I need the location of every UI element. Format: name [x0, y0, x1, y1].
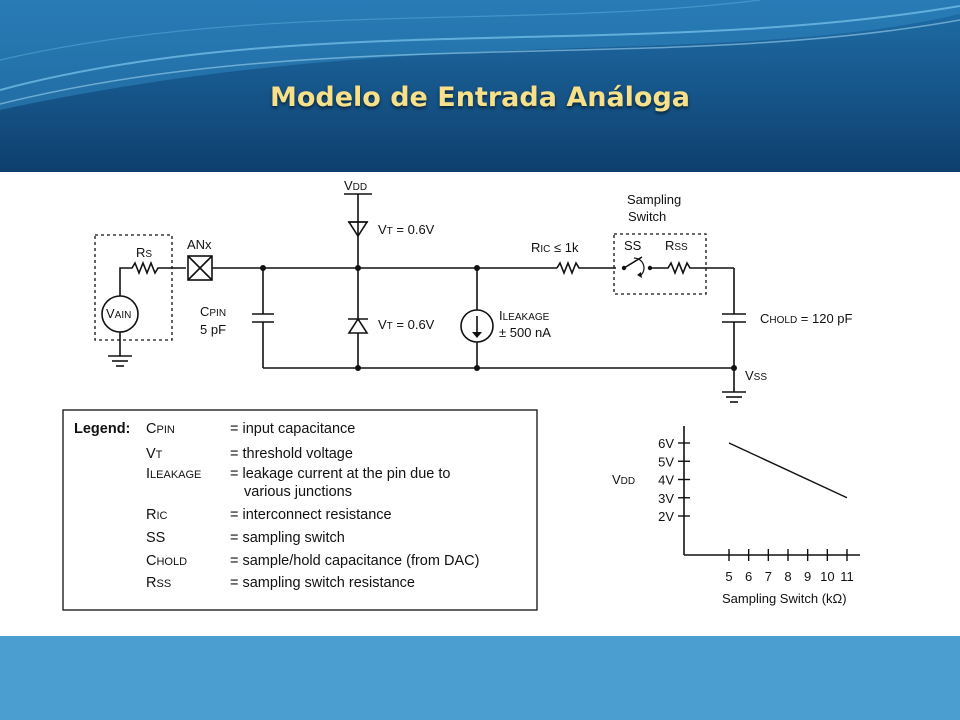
anx-pin-icon [187, 255, 213, 281]
chart-ylabel: VDD [612, 472, 635, 487]
legend-term: RIC [146, 507, 168, 523]
legend-desc: = interconnect resistance [230, 507, 392, 523]
rss-label: RSS [665, 238, 688, 253]
chold-capacitor-icon [722, 313, 746, 323]
chart-x-tick-label: 9 [804, 569, 811, 584]
cpin-label: CPIN [200, 304, 226, 319]
chart-x-tick-label: 6 [745, 569, 752, 584]
legend-term: CPIN [146, 421, 175, 437]
legend-term: CHOLD [146, 553, 187, 569]
legend-desc: = threshold voltage [230, 446, 353, 462]
header-background [0, 0, 960, 172]
vain-label: VAIN [106, 306, 131, 321]
ileakage-value: ± 500 nA [499, 325, 551, 340]
chart-xlabel: Sampling Switch (kΩ) [722, 591, 847, 606]
ileakage-label: ILEAKAGE [499, 308, 550, 323]
chart-y-tick-label: 6V [658, 436, 674, 451]
legend-desc: = sample/hold capacitance (from DAC) [230, 553, 479, 569]
chart-x-tick-label: 11 [840, 569, 854, 584]
chart-y-tick-label: 4V [658, 473, 674, 488]
vdd-label: VDD [344, 178, 367, 193]
source-box [94, 234, 173, 341]
ric-label: RIC ≤ 1k [531, 240, 579, 255]
chart-x-tick-label: 10 [820, 569, 834, 584]
legend-desc: = sampling switch resistance [230, 575, 415, 591]
sampling-switch-label-1: Sampling [627, 192, 681, 207]
switch-icon [621, 256, 653, 278]
legend-term: SS [146, 530, 165, 546]
legend-desc: = input capacitance [230, 421, 355, 437]
circuit-diagram: VDD VT = 0.6V RS VAIN ANx CPIN 5 pF VT =… [62, 178, 860, 611]
vt-top-label: VT = 0.6V [378, 222, 435, 237]
source-ground-icon [108, 355, 132, 367]
vss-label: VSS [745, 368, 767, 383]
legend-box [62, 409, 538, 611]
slide-content: VDD VT = 0.6V RS VAIN ANx CPIN 5 pF VT =… [0, 172, 960, 636]
bottom-diode-icon [347, 317, 369, 334]
rs-label: RS [136, 245, 152, 260]
leakage-arrow-icon [472, 332, 482, 338]
legend-term: VT [146, 446, 163, 462]
ss-label: SS [624, 238, 642, 253]
chart-x-tick-label: 8 [784, 569, 791, 584]
cpin-capacitor-icon [252, 313, 274, 323]
legend-desc-continued: various junctions [244, 484, 352, 500]
legend-desc: = leakage current at the pin due to [230, 466, 450, 482]
cpin-value: 5 pF [200, 322, 226, 337]
legend-desc: = sampling switch [230, 530, 345, 546]
chart-y-tick-label: 5V [658, 454, 674, 469]
chart-y-tick-label: 3V [658, 491, 674, 506]
legend-heading: Legend: [74, 421, 130, 437]
chart-x-tick-label: 7 [765, 569, 772, 584]
slide-footer [0, 636, 960, 720]
legend-term: ILEAKAGE [146, 466, 201, 482]
anx-label: ANx [187, 237, 212, 252]
slide-header: Modelo de Entrada Análoga [0, 0, 960, 172]
vss-ground-icon [722, 391, 746, 403]
ric-resistor-icon [556, 260, 616, 276]
rss-resistor-icon [650, 260, 734, 276]
sampling-switch-label-2: Switch [628, 209, 666, 224]
legend-rows: CPIN = input capacitance VT = threshold … [146, 421, 479, 591]
chart-x-tick-label: 5 [725, 569, 732, 584]
chold-label: CHOLD = 120 pF [760, 311, 853, 326]
rs-resistor-icon [119, 260, 186, 296]
vt-bottom-label: VT = 0.6V [378, 317, 435, 332]
legend-term: RSS [146, 575, 171, 591]
junction-dots [260, 265, 737, 371]
sampling-switch-box [613, 233, 707, 295]
chart-series-line [728, 442, 848, 499]
chart-y-tick-label: 2V [658, 509, 674, 524]
slide-title: Modelo de Entrada Análoga [269, 82, 691, 113]
